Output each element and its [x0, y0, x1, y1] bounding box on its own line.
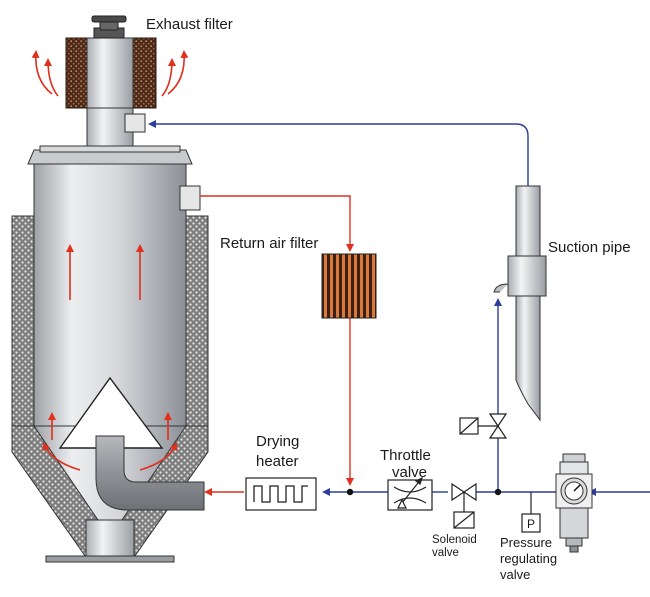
- label-return-air-filter: Return air filter: [220, 235, 318, 252]
- throttle-valve: [387, 476, 433, 511]
- junction-dot: [346, 488, 354, 496]
- suction-return-line: [148, 120, 529, 186]
- label-drying-heater-1: Drying: [256, 433, 299, 450]
- label-pressure-reg-3: valve: [500, 567, 530, 582]
- solenoid-valve: [451, 482, 477, 529]
- svg-text:P: P: [527, 517, 535, 531]
- label-drying-heater-2: heater: [256, 453, 299, 470]
- label-throttle-valve-1: Throttle: [380, 447, 431, 464]
- label-solenoid-valve-2: valve: [432, 547, 459, 559]
- label-pressure-reg-1: Pressure: [500, 535, 552, 550]
- return-air-filter: [321, 253, 377, 319]
- pressure-gauge: P: [521, 492, 541, 533]
- drying-heater: [245, 477, 317, 511]
- label-pressure-reg-2: regulating: [500, 551, 557, 566]
- suction-pipe: [493, 185, 547, 422]
- return-air-line: [200, 195, 354, 252]
- filter-regulator: [555, 453, 593, 553]
- label-suction-pipe: Suction pipe: [548, 239, 631, 256]
- exhaust-filter: [65, 15, 157, 111]
- branch-solenoid-valve: [459, 413, 508, 439]
- label-exhaust-filter: Exhaust filter: [146, 16, 233, 33]
- label-solenoid-valve-1: Solenoid: [432, 534, 477, 546]
- internal-airflow-arrows: [42, 244, 178, 471]
- junction-dot: [494, 488, 502, 496]
- suction-inlet-port: [124, 113, 146, 133]
- label-throttle-valve-2: valve: [392, 464, 427, 481]
- hot-air-inlet-elbow: [95, 435, 205, 511]
- exhaust-airflow-arrows: [31, 50, 189, 97]
